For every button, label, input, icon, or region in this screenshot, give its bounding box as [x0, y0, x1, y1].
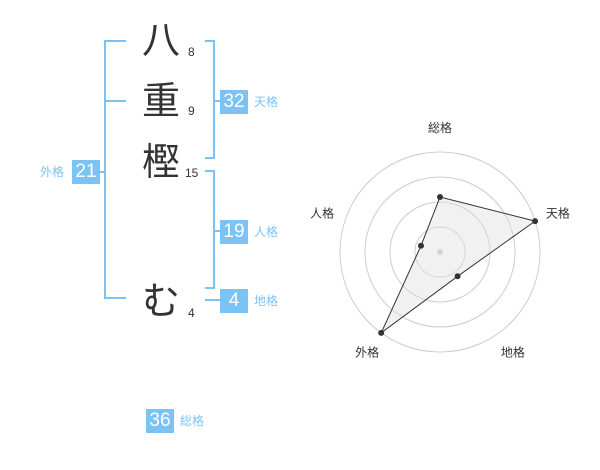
gaikaku-bracket-bottom: [104, 297, 126, 299]
stroke-count-4: 4: [188, 306, 195, 320]
jinkaku-badge: 19: [220, 220, 248, 244]
stroke-count-2: 9: [188, 104, 195, 118]
radar-axis-label-4: 外格: [355, 344, 379, 359]
name-char-2: 重: [142, 79, 181, 123]
jinkaku-bracket-vertical: [213, 170, 215, 289]
jinkaku-connector: [213, 230, 221, 232]
gaikaku-label: 外格: [40, 165, 65, 179]
tenkaku-bracket-top: [205, 40, 215, 42]
gaikaku-bracket-mid: [104, 100, 126, 102]
name-char-1: 八: [142, 18, 181, 62]
tenkaku-badge: 32: [220, 90, 248, 114]
tenkaku-bracket-bottom: [205, 157, 215, 159]
radar-ring-4: [339, 151, 541, 353]
chikaku-badge: 4: [220, 289, 248, 313]
radar-axis-label-1: 総格: [428, 120, 452, 135]
name-char-3: 樫: [142, 140, 181, 184]
name-char-4: む: [142, 279, 181, 323]
stroke-count-1: 8: [188, 45, 195, 59]
gaikaku-connector: [100, 171, 106, 173]
stroke-count-3: 15: [185, 166, 199, 180]
radar-point-3: [454, 273, 461, 280]
gaikaku-bracket-top: [104, 40, 126, 42]
radar-center: [437, 249, 443, 255]
chikaku-label: 地格: [254, 294, 279, 308]
jinkaku-bracket-top: [205, 170, 215, 172]
radar-point-2: [532, 218, 539, 225]
soukaku-badge: 36: [146, 409, 174, 433]
soukaku-label: 総格: [180, 414, 205, 428]
radar-axis-label-2: 天格: [546, 206, 570, 221]
radar-area: [380, 196, 537, 334]
radar-ring-2: [389, 201, 491, 303]
tenkaku-label: 天格: [254, 95, 279, 109]
radar-point-4: [378, 329, 385, 336]
gaikaku-bracket-vertical: [104, 40, 106, 299]
jinkaku-bracket-bottom: [205, 287, 215, 289]
radar-axis-label-5: 人格: [310, 206, 334, 221]
radar-ring-3: [364, 176, 516, 328]
radar-point-5: [418, 242, 424, 249]
chikaku-connector: [205, 299, 221, 301]
radar-ring-1: [414, 226, 466, 278]
radar-axis-label-3: 地格: [501, 344, 525, 359]
gaikaku-badge: 21: [72, 160, 100, 184]
jinkaku-label: 人格: [254, 225, 279, 239]
tenkaku-connector: [213, 100, 221, 102]
radar-point-1: [437, 194, 443, 200]
tenkaku-bracket-vertical: [213, 40, 215, 159]
